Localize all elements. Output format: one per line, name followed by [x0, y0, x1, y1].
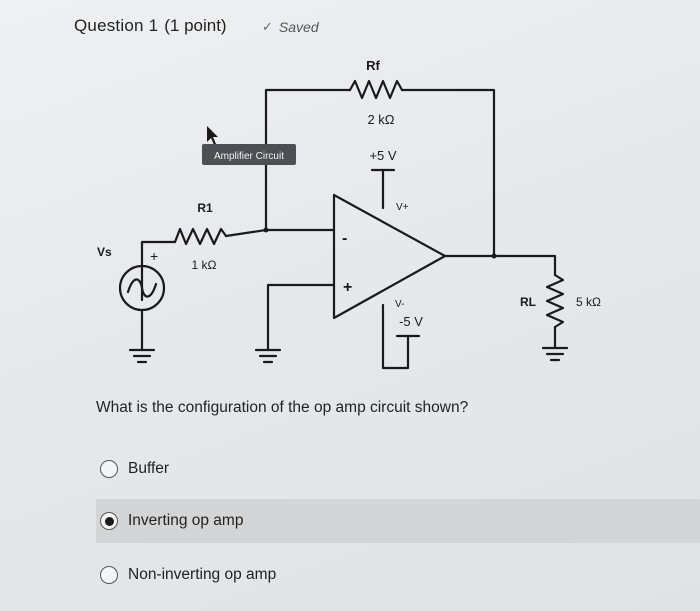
node-dot-output [491, 253, 497, 259]
option-noninverting-label: Non-inverting op amp [128, 566, 277, 583]
option-inverting-label: Inverting op amp [128, 512, 244, 529]
r1-resistor [173, 227, 228, 246]
question-text: What is the configuration of the op amp … [96, 399, 469, 416]
option-noninverting[interactable]: Non-inverting op amp [96, 553, 700, 597]
r1-value: 1 kΩ [192, 258, 217, 272]
rl-value: 5 kΩ [576, 295, 601, 309]
checkmark-icon: ✓ [262, 19, 273, 34]
rl-label: RL [520, 295, 536, 309]
saved-status: ✓ Saved [262, 19, 319, 35]
rl-resistor [545, 273, 565, 329]
vminus-label: V- [395, 299, 404, 310]
vplus-label: V+ [396, 202, 409, 213]
amplifier-circuit-tag-label: Amplifier Circuit [214, 151, 284, 162]
option-inverting[interactable]: Inverting op amp [96, 499, 700, 543]
r1-wire [224, 228, 336, 238]
option-buffer[interactable]: Buffer [96, 447, 700, 491]
vs-label: Vs [97, 245, 112, 259]
radio-inverting[interactable] [100, 512, 118, 530]
option-buffer-label: Buffer [128, 460, 170, 477]
radio-noninverting[interactable] [100, 566, 118, 584]
noninv-wire [266, 283, 336, 352]
saved-label: Saved [278, 19, 319, 35]
source-wave [126, 278, 158, 298]
ground-source [128, 348, 156, 364]
question-points: (1 point) [164, 16, 227, 35]
radio-selected-dot [104, 516, 114, 526]
rf-value: 2 kΩ [367, 112, 394, 127]
radio-buffer[interactable] [100, 460, 118, 478]
circuit-diagram: Amplifier Circuit Rf 2 kΩ +5 V V+ R1 1 k… [97, 58, 601, 370]
question-title: Question 1 [74, 16, 159, 35]
ground-load [541, 346, 569, 362]
vs-wire [140, 240, 177, 302]
rf-resistor [348, 79, 404, 100]
feedback-wire-right [400, 88, 496, 257]
op-amp-triangle [332, 193, 447, 320]
feedback-wire-left [264, 88, 352, 232]
amplifier-circuit-tag [202, 144, 296, 165]
inverting-minus-sign: - [342, 230, 347, 247]
question-header: Question 1 (1 point) [74, 16, 227, 42]
vpos-label: +5 V [369, 148, 396, 163]
vneg-label: -5 V [399, 314, 423, 329]
noninverting-plus-sign: + [343, 279, 352, 296]
vneg-wire [381, 303, 410, 370]
vs-plus-sign: + [150, 248, 158, 264]
cursor-arrow-icon [207, 126, 218, 145]
output-wire [443, 254, 557, 277]
r1-label: R1 [197, 201, 213, 215]
ground-noninv [254, 348, 282, 364]
rf-label: Rf [366, 58, 380, 73]
node-dot-inverting [263, 227, 269, 233]
